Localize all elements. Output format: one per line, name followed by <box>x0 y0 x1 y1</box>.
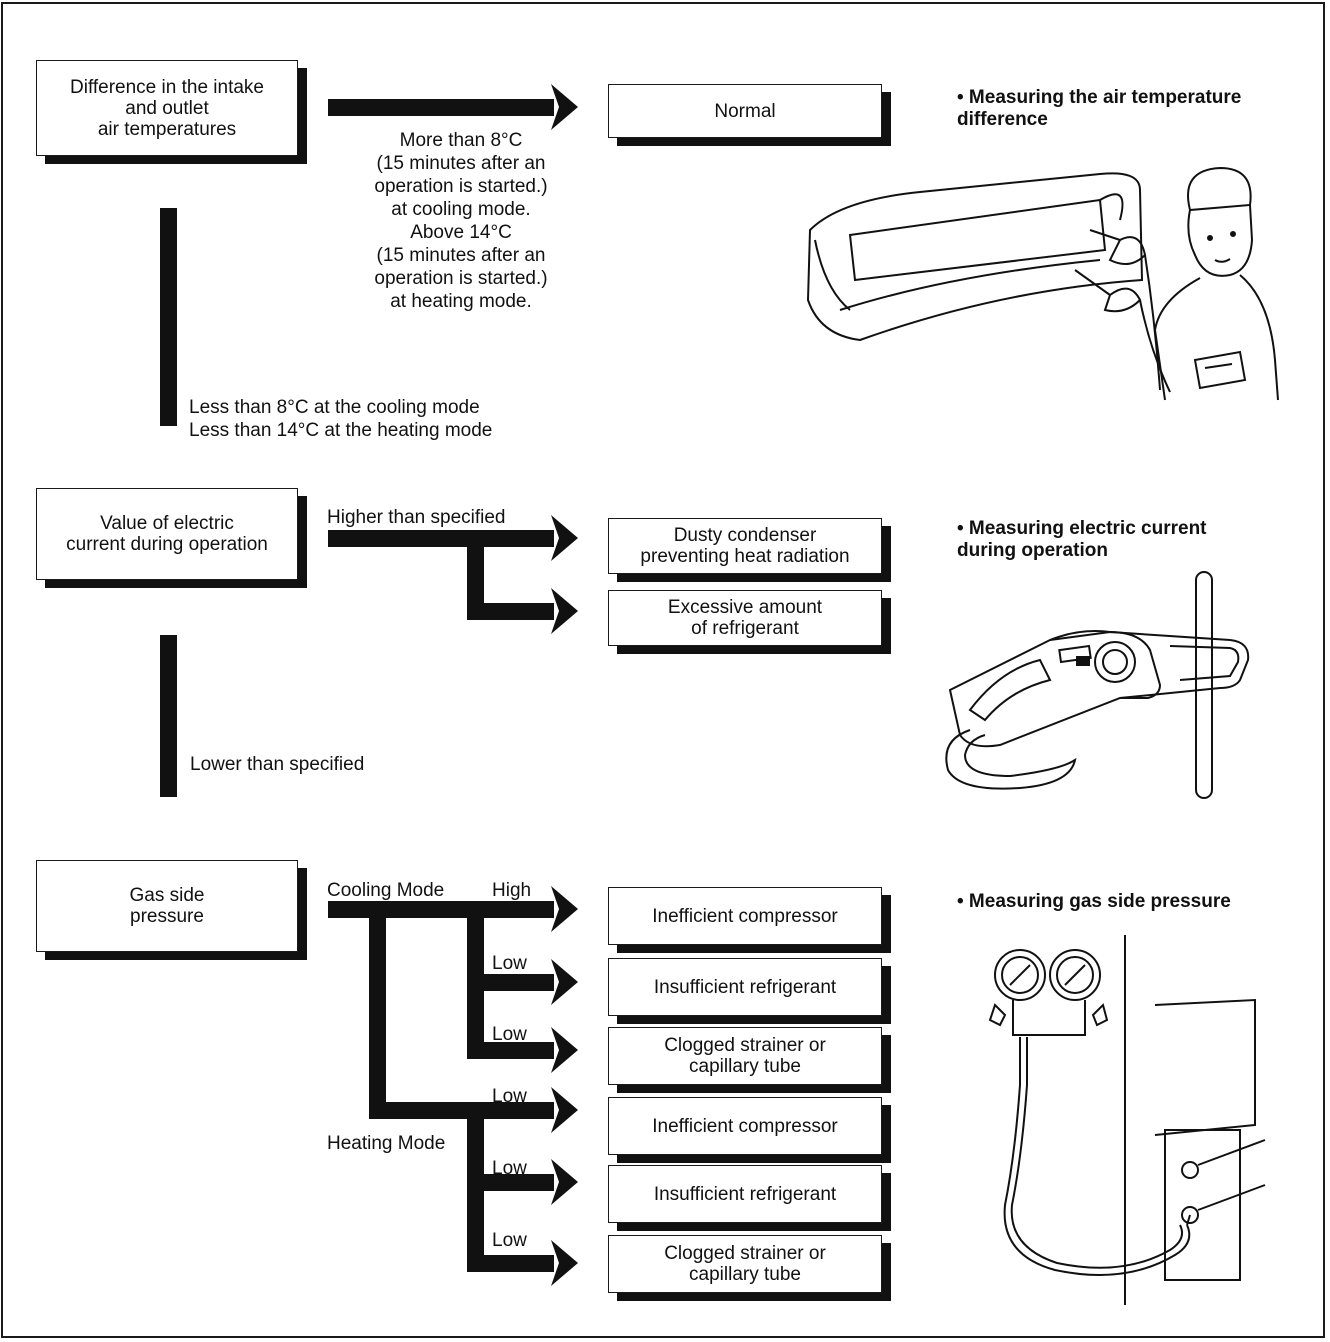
branch-label-heating-low-2: Low <box>492 1158 527 1179</box>
dusty-condenser-label: Dusty condenser preventing heat radiatio… <box>640 525 850 567</box>
branch-label-cooling-low-2: Low <box>492 1024 527 1045</box>
normal-condition-text: More than 8°C (15 minutes after an opera… <box>374 130 548 312</box>
normal-result-box: Normal <box>608 84 882 138</box>
branch-label-cooling-low-1: Low <box>492 953 527 974</box>
electric-current-box: Value of electric current during operati… <box>36 488 298 580</box>
gauge-manifold-illustration <box>988 935 1266 1305</box>
excessive-refrigerant-label: Excessive amount of refrigerant <box>667 597 823 639</box>
electric-current-label: Value of electric current during operati… <box>66 513 268 555</box>
dusty-condenser-box: Dusty condenser preventing heat radiatio… <box>608 518 882 574</box>
gas-side-pressure-label: Gas side pressure <box>129 885 205 927</box>
air-temp-else-text: Less than 8°C at the cooling mode Less t… <box>189 397 493 441</box>
gas-side-pressure-box: Gas side pressure <box>36 860 298 952</box>
heating-mode-label: Heating Mode <box>327 1133 446 1154</box>
result-label: Clogged strainer or capillary tube <box>664 1243 826 1285</box>
result-insufficient-refrigerant-cooling: Insufficient refrigerant <box>608 958 882 1016</box>
air-temp-difference-box: Difference in the intake and outlet air … <box>36 60 298 156</box>
electric-current-illustration-title: • Measuring electric current during oper… <box>957 518 1207 561</box>
result-clogged-strainer-cooling: Clogged strainer or capillary tube <box>608 1027 882 1085</box>
lower-than-specified-label: Lower than specified <box>190 754 365 775</box>
branch-label-cooling-high: High <box>492 880 532 901</box>
result-label: Inefficient compressor <box>652 905 838 927</box>
result-label: Clogged strainer or capillary tube <box>664 1035 826 1077</box>
clamp-meter-illustration <box>945 571 1250 799</box>
result-label: Insufficient refrigerant <box>653 976 837 998</box>
normal-result-label: Normal <box>714 100 776 122</box>
air-temp-difference-label: Difference in the intake and outlet air … <box>70 76 264 140</box>
air-temp-illustration-title: • Measuring the air temperature differen… <box>957 87 1242 130</box>
air-conditioner-technician-illustration <box>806 166 1279 401</box>
section2-down-bar <box>160 635 177 797</box>
higher-than-specified-label: Higher than specified <box>327 507 506 528</box>
section1-down-bar <box>160 208 177 426</box>
result-inefficient-compressor-cooling: Inefficient compressor <box>608 887 882 945</box>
excessive-refrigerant-box: Excessive amount of refrigerant <box>608 590 882 646</box>
cooling-mode-label: Cooling Mode <box>327 880 445 901</box>
branch-label-heating-low-1: Low <box>492 1086 527 1107</box>
result-clogged-strainer-heating: Clogged strainer or capillary tube <box>608 1235 882 1293</box>
result-insufficient-refrigerant-heating: Insufficient refrigerant <box>608 1165 882 1223</box>
branch-label-heating-low-3: Low <box>492 1230 527 1251</box>
result-label: Insufficient refrigerant <box>653 1183 837 1205</box>
gas-pressure-illustration-title: • Measuring gas side pressure <box>957 891 1231 912</box>
result-label: Inefficient compressor <box>652 1115 838 1137</box>
result-inefficient-compressor-heating: Inefficient compressor <box>608 1097 882 1155</box>
